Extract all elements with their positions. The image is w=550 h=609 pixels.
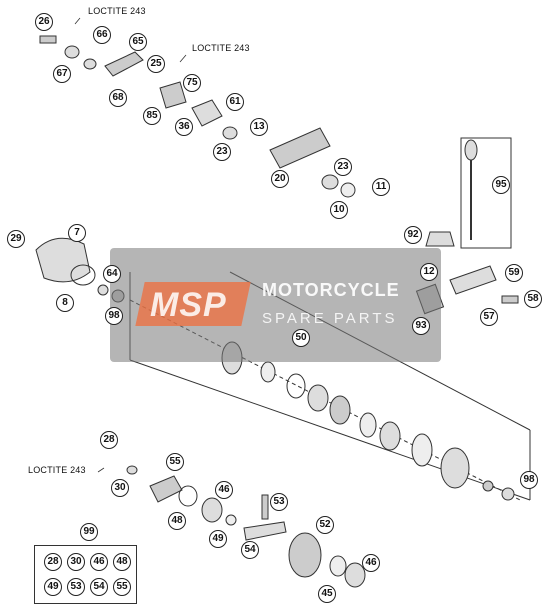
callout-58: 58: [524, 290, 542, 308]
kit-contents-box: [34, 545, 137, 604]
callout-46: 46: [215, 481, 233, 499]
callout-99: 99: [80, 523, 98, 541]
callout-98: 98: [105, 307, 123, 325]
washer-part: [329, 555, 347, 577]
cover-part: [35, 237, 91, 283]
callout-50: 50: [292, 329, 310, 347]
callout-48: 48: [168, 512, 186, 530]
callout-54: 54: [241, 541, 259, 559]
callout-92: 92: [404, 226, 422, 244]
bearing-part: [344, 562, 366, 588]
callout-23: 23: [334, 158, 352, 176]
callout-13: 13: [250, 118, 268, 136]
callout-93: 93: [412, 317, 430, 335]
callout-68: 68: [109, 89, 127, 107]
washer-part: [126, 465, 138, 475]
spring-part: [379, 421, 401, 451]
callout-55: 55: [166, 453, 184, 471]
gasket-part: [70, 264, 96, 286]
kit-item: 53: [67, 578, 85, 596]
ring-part: [411, 433, 433, 467]
bearing-part: [201, 497, 223, 523]
callout-30: 30: [111, 479, 129, 497]
kit-item: 55: [113, 578, 131, 596]
kit-item: 54: [90, 578, 108, 596]
callout-28: 28: [100, 431, 118, 449]
gear-part: [440, 447, 470, 489]
lever-part: [104, 51, 144, 77]
watermark-logo-text: MSP: [150, 286, 227, 324]
bushing-part: [83, 58, 97, 70]
shaft-part: [243, 521, 287, 541]
bolt-right-part: [501, 295, 519, 304]
bearing-part: [260, 361, 276, 383]
callout-53: 53: [270, 493, 288, 511]
callout-7: 7: [68, 224, 86, 242]
callout-66: 66: [93, 26, 111, 44]
spring-part: [307, 384, 329, 412]
cap-part: [425, 231, 455, 247]
callout-57: 57: [480, 308, 498, 326]
clip-part: [286, 373, 306, 399]
kit-item: 30: [67, 553, 85, 571]
callout-65: 65: [129, 33, 147, 51]
loctite-label: LOCTITE 243: [28, 465, 86, 475]
callout-29: 29: [7, 230, 25, 248]
callout-20: 20: [271, 170, 289, 188]
callout-25: 25: [147, 55, 165, 73]
seal-part: [340, 182, 356, 198]
washer-part: [359, 412, 377, 438]
callout-12: 12: [420, 263, 438, 281]
shift-arm-part: [269, 127, 331, 169]
callout-10: 10: [330, 201, 348, 219]
rod-head: [464, 139, 478, 161]
gear-part: [288, 532, 322, 578]
frame-line: [129, 359, 531, 501]
washer-part: [64, 45, 80, 59]
plate-part: [191, 99, 223, 127]
callout-59: 59: [505, 264, 523, 282]
callout-64: 64: [103, 265, 121, 283]
bearing-part: [222, 126, 238, 140]
callout-75: 75: [183, 74, 201, 92]
callout-26: 26: [35, 13, 53, 31]
callout-95: 95: [492, 176, 510, 194]
callout-67: 67: [53, 65, 71, 83]
kit-item: 49: [44, 578, 62, 596]
rod-frame: [460, 137, 512, 249]
ring-part: [178, 485, 198, 507]
callout-61: 61: [226, 93, 244, 111]
kit-item: 48: [113, 553, 131, 571]
watermark-subtitle: SPARE PARTS: [262, 310, 398, 327]
callout-85: 85: [143, 107, 161, 125]
bracket-part: [159, 81, 187, 109]
callout-23: 23: [213, 143, 231, 161]
callout-49: 49: [209, 530, 227, 548]
pump-part: [449, 265, 497, 295]
ring-part: [321, 174, 339, 190]
clip-part: [225, 514, 237, 526]
callout-11: 11: [372, 178, 390, 196]
clutch-part: [329, 395, 351, 425]
bolt-part: [39, 35, 57, 44]
pin-part: [261, 494, 269, 520]
loctite-label: LOCTITE 243: [88, 6, 146, 16]
loctite-label: LOCTITE 243: [192, 43, 250, 53]
callout-36: 36: [175, 118, 193, 136]
kit-item: 28: [44, 553, 62, 571]
bearing-part: [501, 487, 515, 501]
callout-8: 8: [56, 294, 74, 312]
callout-98: 98: [520, 471, 538, 489]
lever-part: [149, 475, 183, 503]
callout-46: 46: [362, 554, 380, 572]
watermark-title: MOTORCYCLE: [262, 280, 400, 300]
kit-item: 46: [90, 553, 108, 571]
nut-part: [482, 480, 494, 492]
small-washer-part: [97, 284, 109, 296]
callout-45: 45: [318, 585, 336, 603]
callout-52: 52: [316, 516, 334, 534]
